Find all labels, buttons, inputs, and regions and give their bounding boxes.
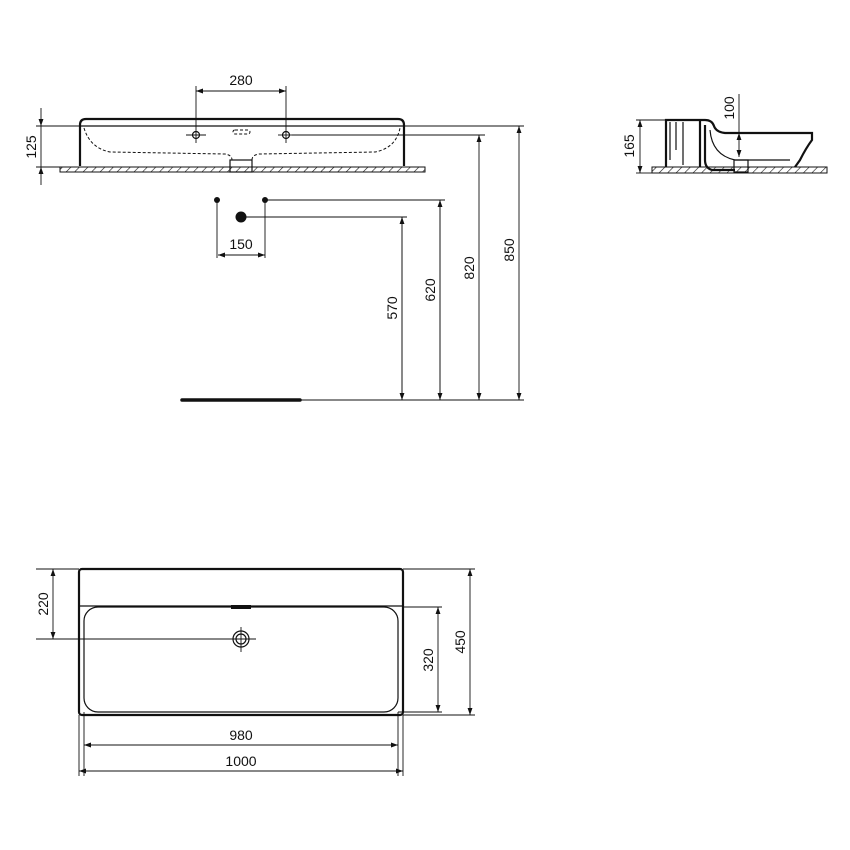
dim-waste-offset: 220 bbox=[35, 592, 51, 616]
dim-side-bowl-depth: 100 bbox=[721, 96, 737, 120]
side-basin-outline bbox=[664, 118, 814, 168]
front-waste-outlet bbox=[229, 159, 253, 173]
dim-supply-height: 620 bbox=[422, 278, 438, 302]
front-slab bbox=[59, 166, 426, 173]
front-basin-outline bbox=[78, 117, 406, 166]
dim-overall-width: 1000 bbox=[225, 753, 256, 769]
dim-side-overall-height: 165 bbox=[621, 134, 637, 158]
front-tap-hole-right bbox=[278, 130, 292, 140]
side-slab bbox=[651, 166, 828, 174]
front-elevation-view: 280 125 150 570 620 820 bbox=[23, 72, 524, 402]
dim-waste-height: 570 bbox=[384, 296, 400, 320]
dim-plan-bowl-depth: 320 bbox=[420, 648, 436, 672]
plan-view: 220 320 450 980 1000 bbox=[35, 567, 475, 776]
front-bowl-hidden bbox=[83, 127, 401, 161]
dim-overall-depth: 450 bbox=[452, 630, 468, 654]
plan-basin-outline bbox=[77, 567, 405, 717]
dim-tap-hole-spacing: 280 bbox=[229, 72, 253, 88]
side-elevation-view: 165 100 bbox=[621, 94, 828, 174]
dim-basin-height: 125 bbox=[23, 135, 39, 159]
dim-rim-height: 820 bbox=[461, 256, 477, 280]
plan-bowl-outline bbox=[83, 606, 399, 713]
dim-tap-fixing-spacing: 150 bbox=[229, 236, 253, 252]
dim-top-height: 850 bbox=[501, 238, 517, 262]
dim-bowl-width: 980 bbox=[229, 727, 253, 743]
plan-waste-outlet bbox=[230, 627, 256, 652]
